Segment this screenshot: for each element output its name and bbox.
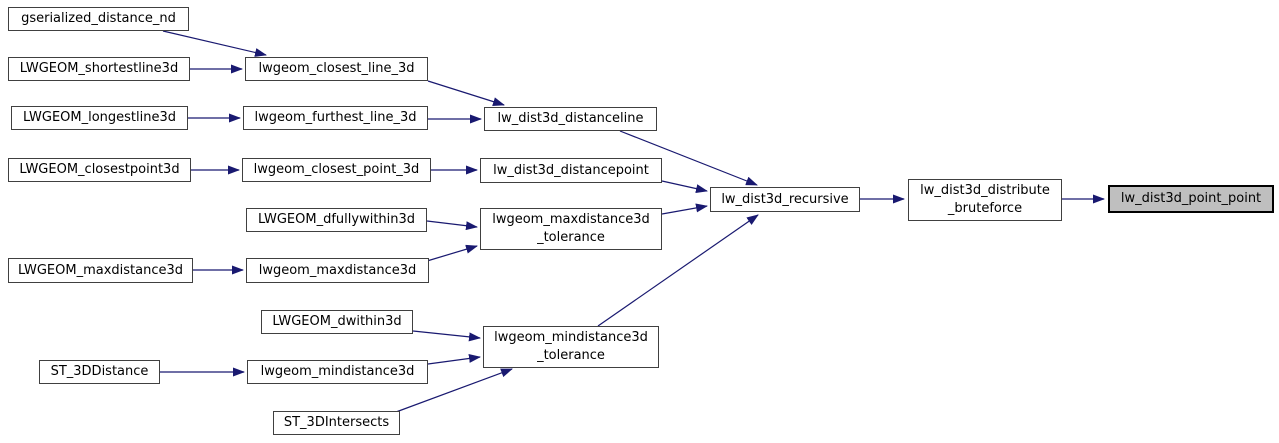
edge-lwgeom_closest_line_3d-to-lw_dist3d_distanceline (427, 80, 505, 106)
node-lwgeom_maxdistance3d_tolerance[interactable]: lwgeom_maxdistance3d _tolerance (480, 208, 662, 250)
edge-lwgeom_mindistance3d-to-lwgeom_mindistance3d_tolerance (427, 354, 481, 365)
node-label: lw_dist3d_point_point (1120, 191, 1262, 206)
node-lwgeom_mindistance3d_tolerance[interactable]: lwgeom_mindistance3d _tolerance (483, 326, 659, 368)
node-label: _tolerance (537, 348, 605, 363)
node-label: lwgeom_closest_point_3d (253, 162, 420, 177)
node-LWGEOM_dfullywithin3d[interactable]: LWGEOM_dfullywithin3d (246, 208, 427, 232)
node-lw_dist3d_distancepoint[interactable]: lw_dist3d_distancepoint (480, 158, 662, 183)
node-label: _tolerance (537, 230, 605, 245)
node-label: lw_dist3d_distribute (920, 183, 1050, 198)
node-label: lw_dist3d_distancepoint (493, 162, 649, 178)
node-label: lwgeom_maxdistance3d (258, 262, 417, 278)
node-label: lw_dist3d_recursive (721, 191, 849, 207)
node-LWGEOM_longestline3d[interactable]: LWGEOM_longestline3d (11, 106, 188, 130)
node-label: LWGEOM_closestpoint3d (19, 162, 180, 177)
node-label: _bruteforce (947, 201, 1023, 216)
node-label: ST_3DDistance (50, 364, 149, 379)
node-label: LWGEOM_dwithin3d (272, 314, 402, 329)
node-label: gserialized_distance_nd (21, 11, 176, 26)
node-LWGEOM_shortestline3d[interactable]: LWGEOM_shortestline3d (8, 57, 190, 81)
node-lw_dist3d_recursive[interactable]: lw_dist3d_recursive (710, 187, 860, 212)
edge-LWGEOM_dwithin3d-to-lwgeom_mindistance3d_tolerance (412, 330, 481, 342)
node-LWGEOM_dwithin3d[interactable]: LWGEOM_dwithin3d (261, 310, 413, 334)
node-label: LWGEOM_longestline3d (22, 110, 177, 125)
node-ST_3DDistance[interactable]: ST_3DDistance (39, 360, 160, 384)
node-lw_dist3d_distribute_bruteforce[interactable]: lw_dist3d_distribute _bruteforce (908, 179, 1062, 221)
node-lwgeom_maxdistance3d[interactable]: lwgeom_maxdistance3d (246, 258, 429, 283)
node-label: lwgeom_mindistance3d (494, 330, 648, 345)
node-label: lwgeom_closest_line_3d (258, 61, 415, 76)
node-lwgeom_closest_line_3d[interactable]: lwgeom_closest_line_3d (245, 57, 428, 81)
edge-gserialized_distance_nd-to-lwgeom_closest_line_3d (162, 30, 267, 57)
node-lwgeom_furthest_line_3d[interactable]: lwgeom_furthest_line_3d (243, 106, 428, 130)
node-gserialized_distance_nd[interactable]: gserialized_distance_nd (8, 7, 189, 31)
node-label: lw_dist3d_distanceline (497, 111, 644, 126)
node-label: LWGEOM_dfullywithin3d (257, 212, 416, 227)
edge-lw_dist3d_distancepoint-to-lw_dist3d_recursive (661, 180, 708, 194)
node-lw_dist3d_distanceline[interactable]: lw_dist3d_distanceline (484, 107, 657, 131)
node-lwgeom_closest_point_3d[interactable]: lwgeom_closest_point_3d (242, 158, 431, 182)
edge-lwgeom_maxdistance3d-to-lwgeom_maxdistance3d_tolerance (426, 244, 478, 262)
node-lwgeom_mindistance3d[interactable]: lwgeom_mindistance3d (247, 360, 428, 384)
node-label: ST_3DIntersects (283, 415, 390, 430)
node-label: lwgeom_furthest_line_3d (254, 110, 417, 125)
node-LWGEOM_maxdistance3d[interactable]: LWGEOM_maxdistance3d (8, 258, 193, 283)
node-label: lwgeom_maxdistance3d (492, 212, 650, 227)
node-label: LWGEOM_shortestline3d (19, 61, 179, 76)
node-label: LWGEOM_maxdistance3d (17, 262, 184, 278)
node-lw_dist3d_point_point[interactable]: lw_dist3d_point_point (1108, 185, 1274, 213)
edge-LWGEOM_dfullywithin3d-to-lwgeom_maxdistance3d_tolerance (426, 220, 478, 231)
node-LWGEOM_closestpoint3d[interactable]: LWGEOM_closestpoint3d (8, 158, 191, 182)
node-label: lwgeom_mindistance3d (260, 364, 415, 379)
node-ST_3DIntersects[interactable]: ST_3DIntersects (273, 411, 400, 435)
edge-lwgeom_maxdistance3d_tolerance-to-lw_dist3d_recursive (661, 203, 708, 215)
